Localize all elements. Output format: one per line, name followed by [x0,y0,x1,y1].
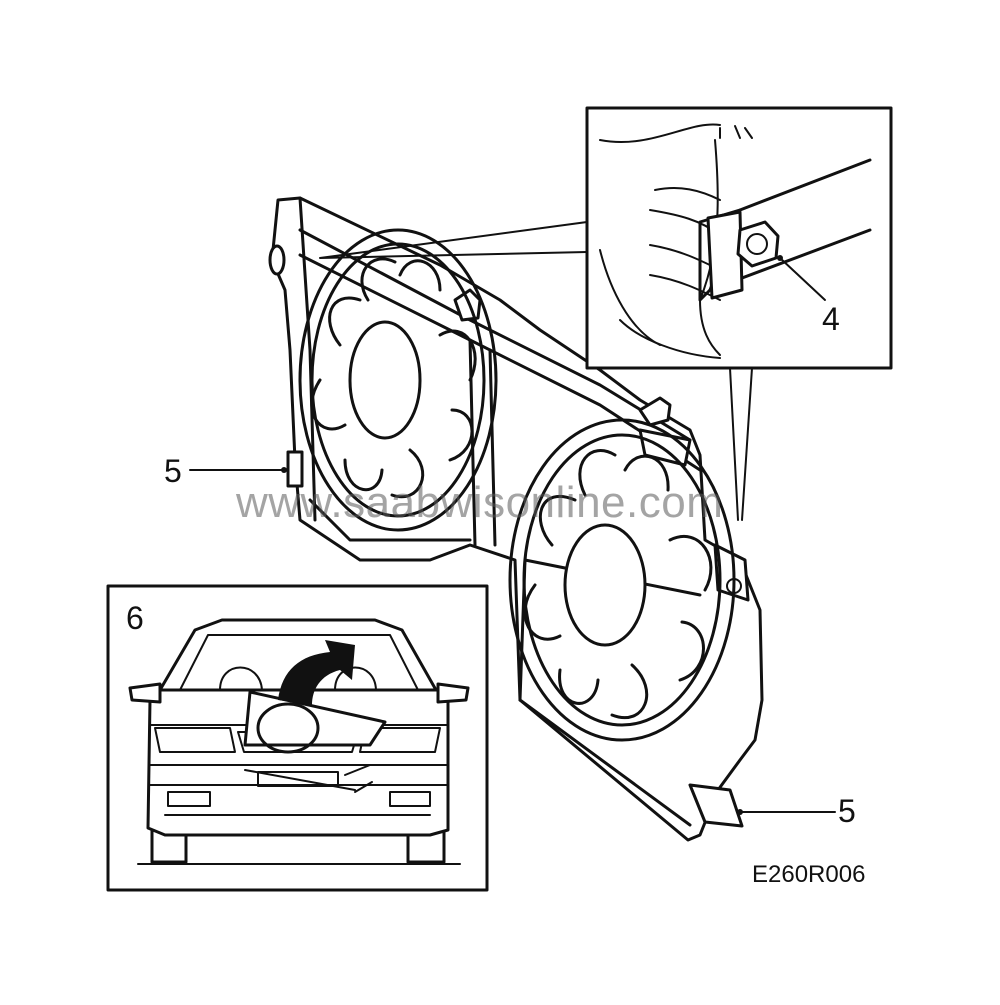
detail-inset [319,106,893,521]
car-inset [106,584,489,892]
callout-leaders [189,255,836,815]
inset-6-label: 6 [126,600,144,636]
callout-4-label: 4 [822,301,840,337]
callout-5-right-label: 5 [838,793,856,829]
figure-reference: E260R006 [752,861,866,888]
right-fan [508,418,736,742]
left-fan [298,228,498,532]
watermark-text: www.saabwisonline.com [236,478,724,527]
callout-5-left-label: 5 [164,453,182,489]
